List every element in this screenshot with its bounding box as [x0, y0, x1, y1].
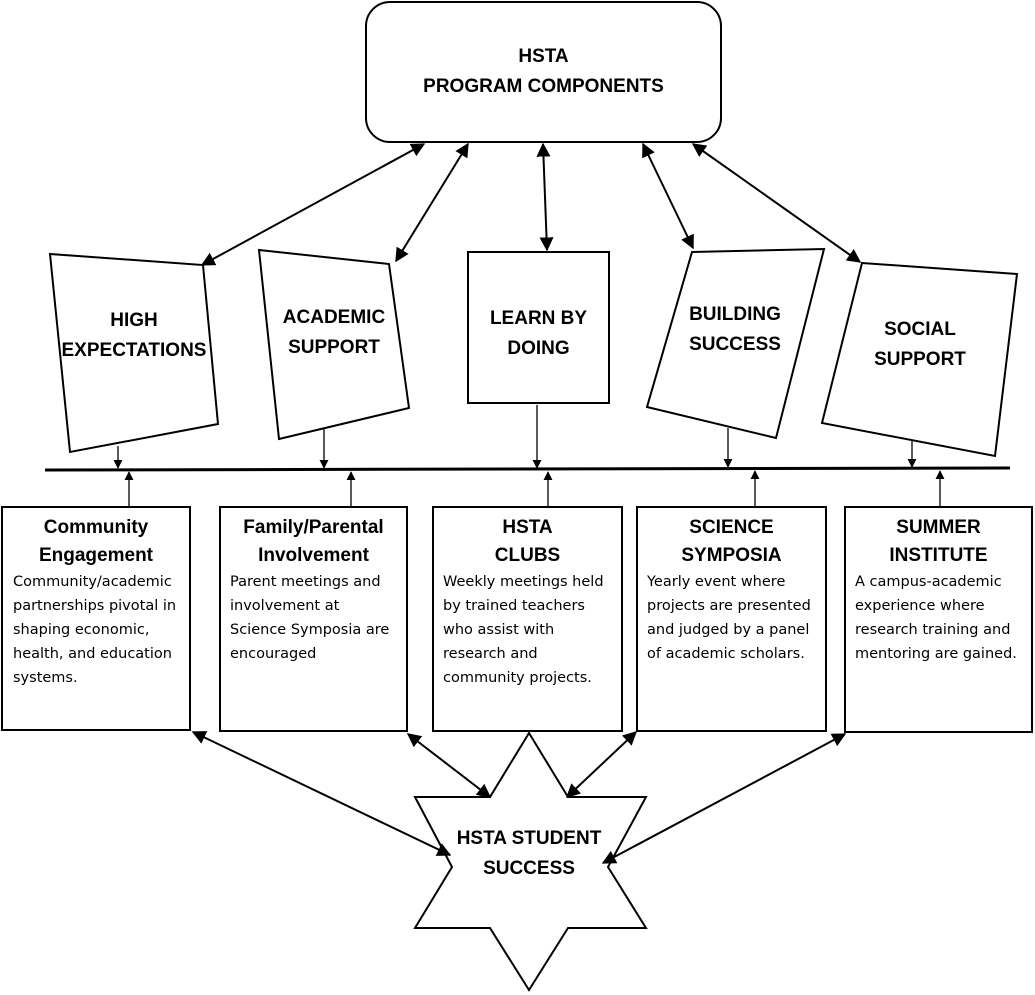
community-engagement-text: Community/academic partnerships pivotal …: [13, 574, 177, 686]
hsta-clubs-text: Weekly meetings held by trained teachers…: [443, 574, 604, 686]
summer-institute-title1: SUMMER: [896, 517, 981, 538]
summer-institute-box: SUMMER INSTITUTE A campus-academic exper…: [844, 506, 1033, 733]
arrow-top-building-success: [642, 142, 694, 250]
science-symposia-title: SCIENCE SYMPOSIA: [638, 514, 825, 570]
learn-by-doing-line1: LEARN BY: [489, 308, 588, 329]
science-symposia-title1: SCIENCE: [689, 517, 774, 538]
science-symposia-box: SCIENCE SYMPOSIA Yearly event where proj…: [636, 506, 827, 732]
science-symposia-title2: SYMPOSIA: [681, 545, 782, 566]
academic-support-line1: ACADEMIC: [282, 307, 386, 328]
arrow-summer-star: [601, 733, 847, 864]
family-involvement-title1: Family/Parental: [243, 517, 384, 538]
family-involvement-title2: Involvement: [258, 545, 369, 566]
learn-by-doing-shape: [467, 251, 610, 404]
high-expectations-line2: EXPECTATIONS: [61, 340, 207, 361]
high-expectations-shape: [48, 252, 220, 454]
social-support-line1: SOCIAL: [884, 319, 956, 340]
program-components-box: [365, 1, 722, 143]
building-success-line1: BUILDING: [689, 304, 781, 325]
community-engagement-title1: Community: [43, 517, 149, 538]
family-involvement-box: Family/Parental Involvement Parent meeti…: [219, 506, 408, 732]
arrow-family-star: [406, 733, 492, 798]
community-engagement-box: Community Engagement Community/academic …: [1, 506, 191, 731]
social-support-shape: [820, 261, 1019, 458]
arrow-top-social-support: [691, 143, 862, 263]
summer-institute-text: A campus-academic experience where resea…: [855, 574, 1017, 662]
arrow-top-high-expectations: [200, 143, 426, 266]
building-success-line2: SUCCESS: [689, 334, 781, 355]
summer-institute-title: SUMMER INSTITUTE: [846, 514, 1031, 570]
community-engagement-title2: Engagement: [38, 545, 154, 566]
science-symposia-text: Yearly event where projects are presente…: [647, 574, 811, 662]
social-support-label: SOCIAL SUPPORT: [845, 315, 995, 375]
hsta-clubs-title: HSTA CLUBS: [434, 514, 621, 570]
arrow-engagement-star: [191, 731, 452, 856]
family-involvement-title: Family/Parental Involvement: [221, 514, 406, 570]
social-support-line2: SUPPORT: [874, 349, 966, 370]
hsta-clubs-title2: CLUBS: [494, 545, 561, 566]
arrow-symposia-star: [565, 731, 638, 798]
program-components-label: HSTA PROGRAM COMPONENTS: [366, 42, 721, 102]
arrow-top-learn-by-doing: [536, 142, 554, 252]
learn-by-doing-label: LEARN BY DOING: [468, 304, 609, 364]
arrow-top-academic-support: [395, 142, 469, 263]
program-components-line1: HSTA: [518, 46, 569, 67]
learn-by-doing-line2: DOING: [507, 338, 570, 359]
connector-bar: [44, 466, 1011, 472]
high-expectations-label: HIGH EXPECTATIONS: [56, 306, 212, 366]
summer-institute-title2: INSTITUTE: [889, 545, 988, 566]
community-engagement-title: Community Engagement: [3, 514, 189, 570]
student-success-label: HSTA STUDENT SUCCESS: [440, 824, 618, 884]
building-success-label: BUILDING SUCCESS: [663, 300, 807, 360]
hsta-clubs-box: HSTA CLUBS Weekly meetings held by train…: [432, 506, 623, 732]
student-success-line1: HSTA STUDENT: [456, 828, 602, 849]
academic-support-label: ACADEMIC SUPPORT: [262, 303, 406, 363]
academic-support-line2: SUPPORT: [288, 337, 380, 358]
family-involvement-text: Parent meetings and involvement at Scien…: [230, 574, 390, 662]
hsta-clubs-title1: HSTA: [502, 517, 553, 538]
high-expectations-line1: HIGH: [110, 310, 158, 331]
program-components-line2: PROGRAM COMPONENTS: [423, 76, 664, 97]
student-success-line2: SUCCESS: [483, 858, 575, 879]
